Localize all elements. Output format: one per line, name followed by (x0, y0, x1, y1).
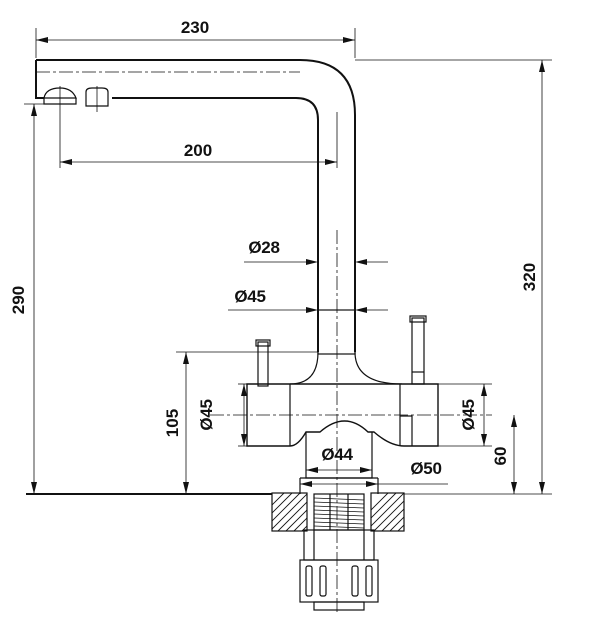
threaded-shank (313, 493, 365, 531)
spout-outline (35, 59, 356, 352)
dim-left-body-diameter-label: Ø45 (197, 399, 216, 430)
column-body-transition (289, 351, 403, 385)
dim-base-diameter-label: Ø44 (321, 445, 353, 464)
faucet-outline (26, 59, 492, 612)
left-handle (255, 339, 271, 387)
mounting-nut (299, 529, 379, 611)
dim-body-height-label: 105 (163, 409, 182, 437)
dim-handle-axis-height-label: 60 (491, 447, 510, 466)
column-outline (317, 309, 356, 355)
dim-total-height-label: 320 (520, 263, 539, 291)
dim-spout-height-label: 290 (9, 286, 28, 314)
dim-spout-reach-label: 200 (184, 141, 212, 160)
worktop-section (271, 492, 405, 532)
dim-right-body-diameter-label: Ø45 (459, 399, 478, 430)
dim-mounting-hole-label: Ø50 (410, 459, 441, 478)
dim-total-reach-label: 230 (181, 18, 209, 37)
right-handle (409, 315, 427, 385)
dimension-labels: 230 200 Ø28 Ø45 290 320 105 Ø45 Ø45 60 Ø… (9, 18, 539, 478)
nozzle-outlets (43, 86, 109, 112)
dim-column-diameter-label: Ø45 (234, 287, 265, 306)
dimension-lines (24, 28, 552, 495)
dim-spout-diameter-label: Ø28 (248, 238, 279, 257)
